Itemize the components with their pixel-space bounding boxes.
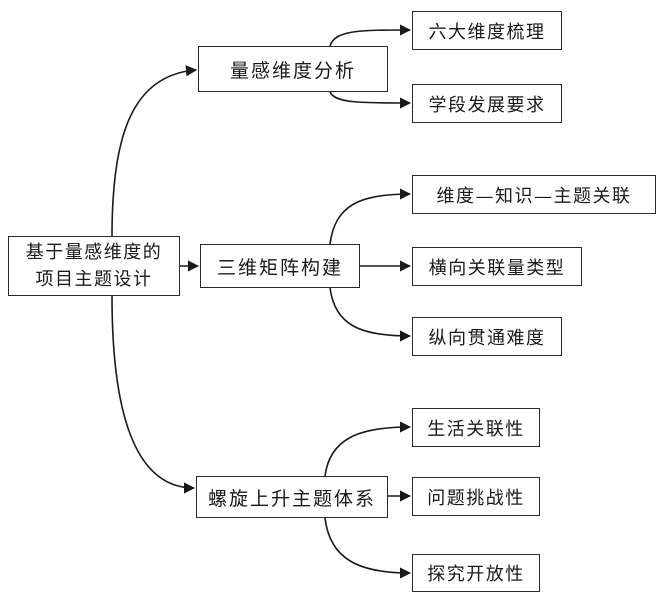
leaf-node-1-1: 六大维度梳理 bbox=[412, 11, 562, 50]
branch-label-2: 三维矩阵构建 bbox=[216, 256, 343, 279]
connector-b3-c3 bbox=[324, 517, 412, 579]
branch-node-2: 三维矩阵构建 bbox=[200, 244, 360, 288]
branch-node-1: 量感维度分析 bbox=[198, 46, 388, 92]
leaf-node-3-3: 探究开放性 bbox=[412, 554, 540, 592]
leaf-label-2-2: 横向关联量类型 bbox=[428, 257, 566, 279]
leaf-node-2-3: 纵向贯通难度 bbox=[412, 317, 562, 356]
root-label-line-1: 基于量感维度的 bbox=[25, 242, 163, 263]
leaf-node-3-1: 生活关联性 bbox=[412, 408, 540, 447]
connector-root-to-branch-3 bbox=[111, 295, 196, 494]
connector-b2-c3 bbox=[329, 287, 412, 342]
leaf-node-1-2: 学段发展要求 bbox=[412, 84, 562, 123]
connector-b2-c1 bbox=[329, 188, 412, 245]
leaf-label-2-3: 纵向贯通难度 bbox=[428, 327, 546, 349]
branch-label-3: 螺旋上升主题体系 bbox=[207, 487, 376, 510]
root-label-line-2: 项目主题设计 bbox=[35, 269, 153, 290]
leaf-label-2-1: 维度—知识—主题关联 bbox=[436, 185, 632, 207]
connector-b3-c1 bbox=[324, 421, 412, 477]
leaf-label-1-1: 六大维度梳理 bbox=[428, 21, 546, 43]
leaf-label-1-2: 学段发展要求 bbox=[428, 94, 546, 116]
connector-b1-c2 bbox=[329, 91, 412, 109]
connector-b1-c1 bbox=[329, 24, 412, 47]
branch-node-3: 螺旋上升主题体系 bbox=[196, 476, 388, 518]
branch-label-1: 量感维度分析 bbox=[229, 59, 356, 82]
leaf-label-3-2: 问题挑战性 bbox=[427, 487, 525, 509]
leaf-node-2-1: 维度—知识—主题关联 bbox=[412, 175, 656, 214]
leaf-node-3-2: 问题挑战性 bbox=[412, 477, 540, 516]
leaf-node-2-2: 横向关联量类型 bbox=[412, 247, 582, 286]
connector-root-to-branch-1 bbox=[111, 65, 198, 237]
root-node: 基于量感维度的 项目主题设计 bbox=[8, 236, 180, 296]
leaf-label-3-3: 探究开放性 bbox=[427, 564, 525, 585]
leaf-label-3-1: 生活关联性 bbox=[427, 418, 525, 440]
